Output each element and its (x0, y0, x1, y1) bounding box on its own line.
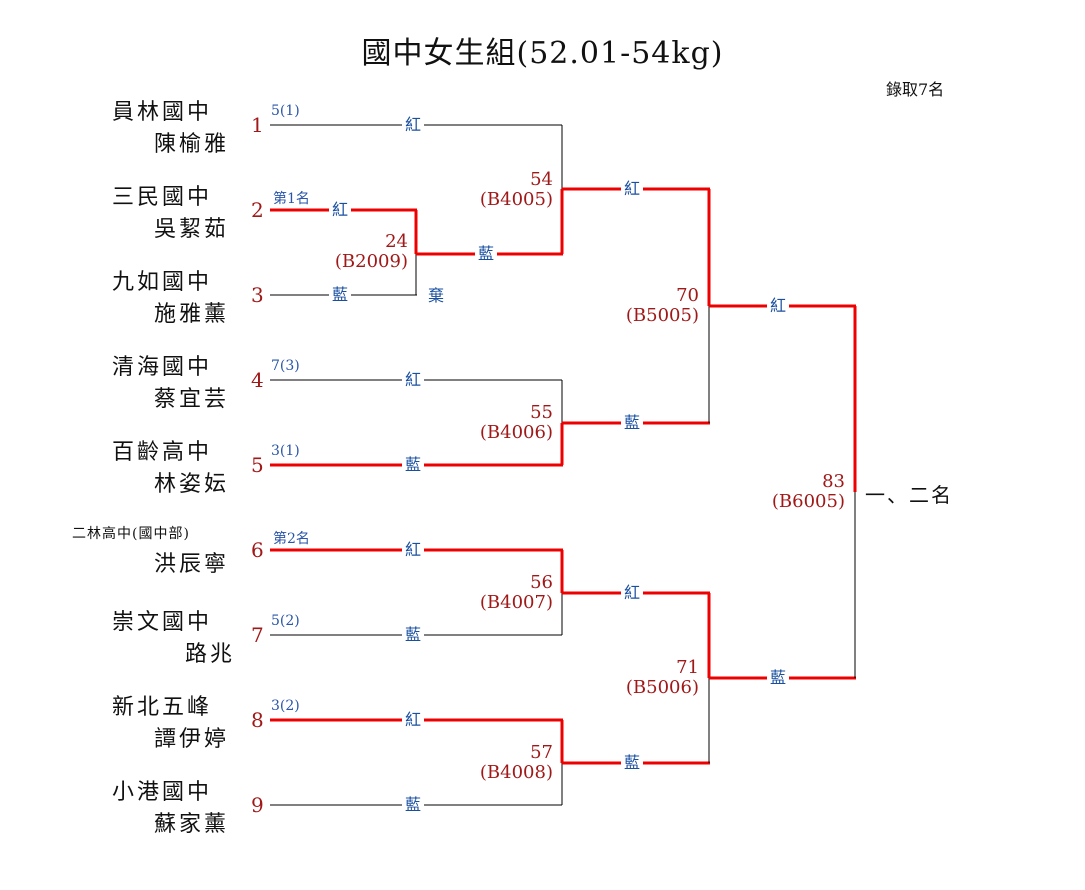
school-name: 小港國中 (112, 780, 213, 805)
result-label: 5(2) (271, 613, 300, 629)
match-code: (B4007) (479, 592, 553, 613)
seed-number: 4 (251, 368, 264, 392)
athlete-name: 洪辰寧 (154, 552, 230, 577)
seed-number: 6 (251, 538, 264, 562)
match-71: 71 (B5006) (626, 658, 699, 698)
result-label: 3(2) (271, 698, 300, 714)
corner-blue-label: 藍 (621, 414, 644, 432)
corner-red-label: 紅 (402, 711, 425, 729)
match-number: 55 (530, 402, 553, 423)
school-name: 崇文國中 (112, 610, 213, 635)
athlete-name: 蘇家薰 (154, 812, 230, 837)
page-title: 國中女生組(52.01-54kg) (361, 36, 724, 71)
school-name: 九如國中 (112, 270, 213, 295)
match-number: 71 (676, 657, 699, 678)
corner-red-label: 紅 (621, 180, 644, 198)
final-placement-label: 一、二名 (865, 483, 953, 507)
corner-blue-label: 藍 (621, 754, 644, 772)
corner-blue-label: 藍 (402, 796, 425, 814)
match-code: (B4005) (479, 189, 553, 210)
athlete-name: 吳絜茹 (154, 217, 230, 242)
match-24: 24 (B2009) (335, 232, 408, 272)
school-name: 三民國中 (112, 185, 213, 210)
corner-blue-label: 藍 (475, 245, 498, 263)
forfeit-label: 棄 (425, 287, 448, 305)
seed-number: 2 (251, 198, 264, 222)
corner-red-label: 紅 (767, 297, 790, 315)
match-number: 70 (676, 285, 699, 306)
match-55: 55 (B4006) (480, 403, 553, 443)
result-label: 7(3) (271, 358, 300, 374)
school-name: 二林高中(國中部) (72, 526, 190, 542)
match-number: 24 (385, 231, 408, 252)
corner-blue-label: 藍 (402, 456, 425, 474)
athlete-name: 路兆 (185, 642, 236, 667)
school-name: 新北五峰 (112, 695, 213, 720)
athlete-name: 蔡宜芸 (154, 387, 230, 412)
result-label: 第1名 (273, 191, 310, 207)
school-name: 清海國中 (112, 355, 213, 380)
school-name: 員林國中 (112, 100, 213, 125)
school-name: 百齡高中 (112, 440, 213, 465)
athlete-name: 陳榆雅 (154, 132, 230, 157)
match-54: 54 (B4005) (480, 170, 553, 210)
match-70: 70 (B5005) (626, 286, 699, 326)
seed-number: 5 (251, 453, 264, 477)
match-83: 83 (B6005) (772, 472, 845, 512)
match-number: 56 (530, 572, 553, 593)
result-label: 5(1) (271, 103, 300, 119)
corner-red-label: 紅 (329, 201, 352, 219)
seed-number: 9 (251, 793, 264, 817)
seed-number: 8 (251, 708, 264, 732)
match-number: 57 (530, 742, 553, 763)
qualifier-note: 錄取7名 (886, 80, 945, 99)
corner-red-label: 紅 (402, 371, 425, 389)
seed-number: 1 (251, 113, 264, 137)
match-number: 83 (822, 471, 845, 492)
result-label: 3(1) (271, 443, 300, 459)
athlete-name: 林姿妘 (154, 472, 230, 497)
corner-red-label: 紅 (402, 116, 425, 134)
result-label: 第2名 (273, 531, 310, 547)
corner-blue-label: 藍 (402, 626, 425, 644)
match-code: (B4006) (479, 422, 553, 443)
corner-blue-label: 藍 (329, 286, 352, 304)
match-code: (B5005) (625, 305, 699, 326)
athlete-name: 施雅薰 (154, 302, 230, 327)
match-code: (B2009) (334, 251, 408, 272)
seed-number: 7 (251, 623, 264, 647)
match-56: 56 (B4007) (480, 573, 553, 613)
corner-red-label: 紅 (621, 584, 644, 602)
corner-blue-label: 藍 (767, 669, 790, 687)
athlete-name: 譚伊婷 (154, 727, 230, 752)
match-57: 57 (B4008) (480, 743, 553, 783)
match-code: (B5006) (625, 677, 699, 698)
seed-number: 3 (251, 283, 264, 307)
corner-red-label: 紅 (402, 541, 425, 559)
match-code: (B4008) (479, 762, 553, 783)
match-code: (B6005) (771, 491, 845, 512)
match-number: 54 (530, 169, 553, 190)
